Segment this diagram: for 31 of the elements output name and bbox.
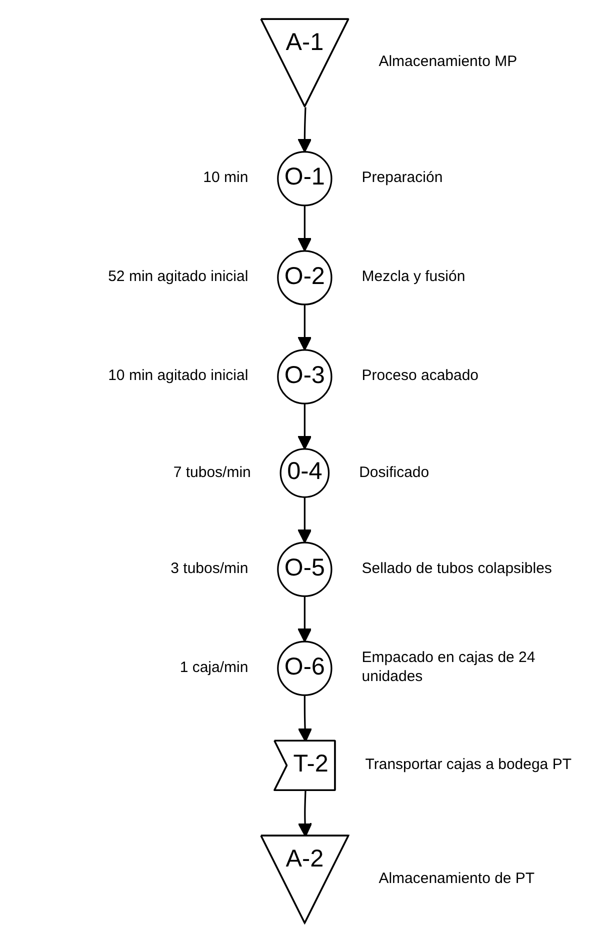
step-time: 7 tubos/min	[172, 464, 251, 482]
operation-circle: 0-4	[280, 448, 330, 498]
step-time: 1 caja/min	[178, 658, 248, 678]
step-time: 3 tubos/min	[170, 560, 248, 579]
step-description: Almacenamiento MP	[378, 53, 518, 72]
arrow	[298, 404, 312, 450]
storage-triangle: A-1	[260, 18, 350, 108]
arrow	[298, 107, 312, 152]
operation-circle: O-6	[277, 640, 333, 696]
step-description: Dosificado	[359, 464, 430, 482]
step-description: Sellado de tubos colapsibles	[362, 560, 553, 579]
step-time: 52 min agitado inicial	[107, 268, 248, 287]
arrow	[298, 304, 312, 351]
step-description: Almacenamiento de PT	[378, 870, 536, 889]
transport-arrow: T-2	[274, 740, 336, 791]
step-time: 10 min	[202, 169, 248, 188]
arrow	[298, 205, 312, 252]
operation-circle: O-3	[277, 349, 333, 404]
operation-circle: O-2	[277, 250, 333, 306]
step-description: Preparación	[362, 169, 444, 188]
arrow	[298, 596, 312, 642]
step-description: Empacado en cajas de 24 unidades	[362, 649, 536, 687]
step-time: 10 min agitado inicial	[107, 367, 248, 386]
arrow	[298, 497, 312, 544]
step-description: Proceso acabado	[362, 367, 480, 386]
operation-circle: O-5	[277, 542, 333, 597]
step-description: Transportar cajas a bodega PT	[365, 756, 572, 775]
operation-circle: O-1	[277, 151, 333, 206]
step-description: Mezcla y fusión	[362, 268, 466, 287]
storage-triangle: A-2	[260, 834, 350, 924]
arrow	[298, 790, 312, 838]
